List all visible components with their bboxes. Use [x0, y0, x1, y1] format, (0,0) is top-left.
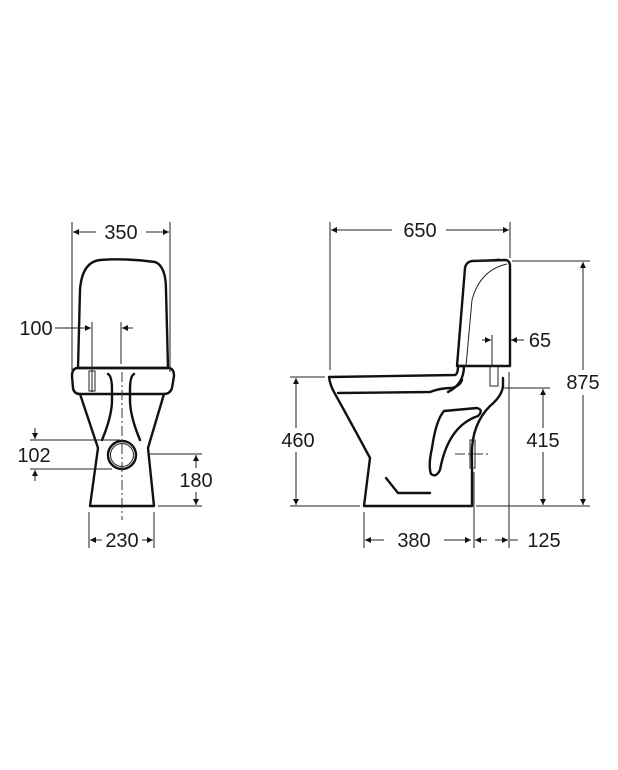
- dim-front-width: 350: [104, 222, 137, 244]
- dim-side-depth: 650: [403, 220, 436, 242]
- dim-side-total-height: 875: [566, 372, 599, 394]
- dim-side-inlet-height: 415: [526, 430, 559, 452]
- front-view: 350 100 102 180 230: [17, 222, 213, 552]
- dim-side-base-depth: 380: [397, 530, 430, 552]
- dim-front-base-width: 230: [105, 530, 138, 552]
- front-tank-collar: [70, 366, 176, 396]
- dim-front-outlet-height: 180: [179, 470, 212, 492]
- dim-front-outlet-diameter: 102: [17, 445, 50, 467]
- side-bowl-outline: [327, 364, 505, 508]
- front-tank-outline: [76, 258, 170, 370]
- side-trap-curve: [428, 406, 482, 477]
- dim-side-inlet-offset: 65: [529, 330, 551, 352]
- side-seat-rim: [336, 378, 464, 395]
- dim-front-inlet-offset: 100: [19, 318, 52, 340]
- side-inlet-stub: [489, 365, 499, 387]
- side-view: 650 65 875 460 415 380 1: [281, 220, 599, 552]
- side-tank-outline: [455, 258, 512, 368]
- front-neck-outline: [100, 372, 142, 442]
- dim-side-outlet-to-wall: 125: [527, 530, 560, 552]
- dim-side-seat-height: 460: [281, 430, 314, 452]
